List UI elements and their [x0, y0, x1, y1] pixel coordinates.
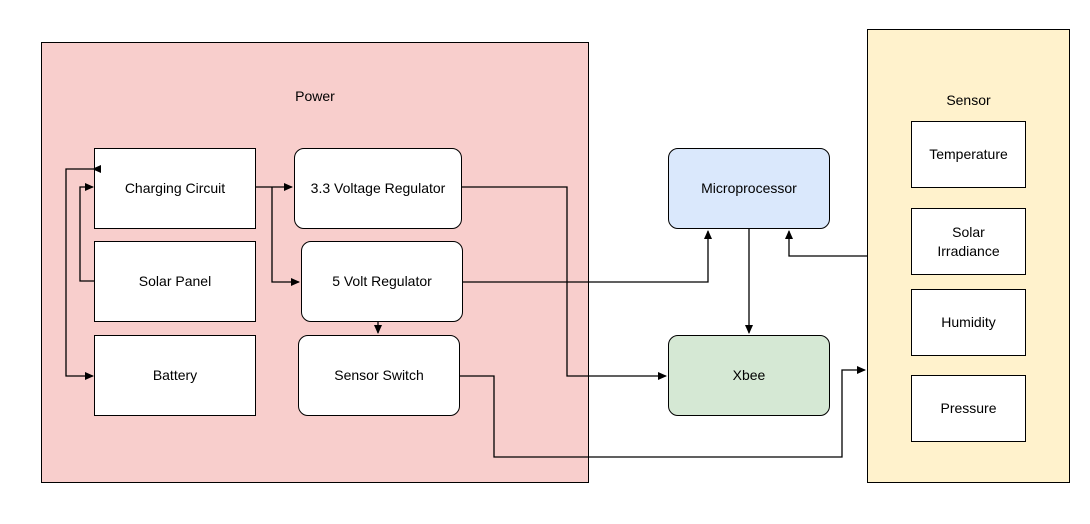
voltage-regulator-33-node[interactable]: 3.3 Voltage Regulator	[294, 148, 462, 229]
pressure-node[interactable]: Pressure	[911, 375, 1026, 442]
charging-circuit-node[interactable]: Charging Circuit	[94, 148, 256, 229]
sensor-group-title: Sensor	[946, 92, 991, 108]
solar-irradiance-node[interactable]: Solar Irradiance	[911, 208, 1026, 275]
microprocessor-node[interactable]: Microprocessor	[668, 148, 830, 229]
volt-regulator-5-node[interactable]: 5 Volt Regulator	[301, 241, 463, 322]
battery-node[interactable]: Battery	[94, 335, 256, 416]
solar-panel-node[interactable]: Solar Panel	[94, 241, 256, 322]
xbee-node[interactable]: Xbee	[668, 335, 830, 416]
power-group-title: Power	[295, 88, 335, 104]
edge-sensor-to-micro	[785, 230, 867, 257]
sensor-switch-node[interactable]: Sensor Switch	[298, 335, 460, 416]
temperature-node[interactable]: Temperature	[911, 121, 1026, 188]
humidity-node[interactable]: Humidity	[911, 289, 1026, 356]
